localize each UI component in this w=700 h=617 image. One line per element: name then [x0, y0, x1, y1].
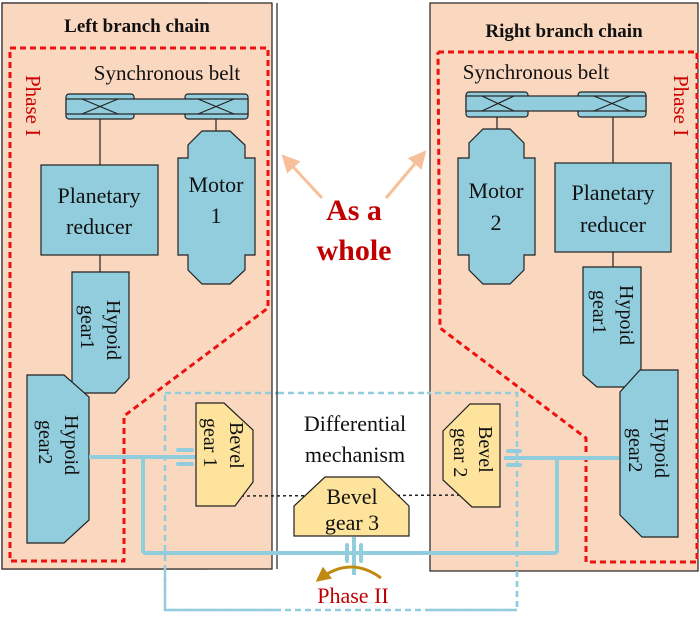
left-belt-label: Synchronous belt [94, 61, 241, 85]
bevel3-label-2: gear 3 [325, 510, 379, 535]
right-hypoid-gear-2 [619, 369, 679, 538]
right-motor-2 [457, 128, 536, 285]
right-belt-label: Synchronous belt [463, 60, 610, 84]
right-phase1-boundary [436, 50, 699, 564]
left-synchronous-belt [65, 93, 249, 120]
phase2-label: Phase II [317, 583, 388, 608]
rotation-arrow-icon [315, 565, 382, 582]
bevel2-label-1: Bevel [474, 426, 496, 473]
whole-label-2: whole [317, 234, 392, 267]
differential-label-1: Differential [304, 411, 406, 436]
right-hypoid2-label-1: Hypoid [650, 418, 672, 478]
left-planetary-reducer [40, 164, 159, 256]
bevel-gear-1 [195, 402, 254, 507]
right-reducer-label-2: reducer [580, 212, 647, 237]
left-phase1-label: Phase I [21, 75, 45, 136]
right-hypoid1-label-2: gear1 [588, 290, 610, 334]
right-synchronous-belt [465, 91, 647, 118]
left-motor-label-1: Motor [189, 172, 245, 197]
left-reducer-label-1: Planetary [57, 183, 140, 208]
shaft-system [89, 455, 619, 575]
right-motor-label-2: 2 [491, 210, 502, 235]
whole-arrow-left [281, 154, 324, 200]
bevel-gear-2 [442, 403, 501, 508]
right-phase1-label: Phase I [669, 75, 693, 136]
right-reducer-label-1: Planetary [571, 180, 654, 205]
left-branch-title: Left branch chain [64, 16, 210, 37]
left-hypoid2-label-2: gear2 [34, 420, 56, 464]
left-hypoid2-label-1: Hypoid [60, 415, 82, 475]
left-reducer-label-2: reducer [66, 214, 133, 239]
bevel1-label-2: gear 1 [199, 418, 221, 467]
differential-label-2: mechanism [305, 442, 405, 467]
left-motor-label-2: 1 [211, 203, 222, 228]
right-branch-title: Right branch chain [485, 21, 643, 42]
whole-label-1: As a [326, 194, 382, 227]
right-hypoid1-label-1: Hypoid [615, 285, 637, 345]
left-hypoid-gear-2 [26, 374, 90, 544]
left-hypoid-gear-1 [71, 271, 130, 394]
bevel-gear-3 [293, 476, 410, 537]
bearing-marks [176, 448, 522, 563]
left-hypoid1-label-2: gear1 [76, 305, 98, 349]
right-planetary-reducer [554, 162, 672, 253]
right-motor-label-1: Motor [469, 178, 525, 203]
bevel1-label-1: Bevel [225, 422, 247, 469]
whole-arrow-right [384, 150, 427, 199]
left-hypoid1-label-1: Hypoid [102, 300, 124, 360]
right-hypoid2-label-2: gear2 [624, 428, 646, 472]
bevel3-label-1: Bevel [326, 484, 377, 509]
bevel2-label-2: gear 2 [449, 428, 471, 477]
left-motor-1 [177, 130, 256, 285]
